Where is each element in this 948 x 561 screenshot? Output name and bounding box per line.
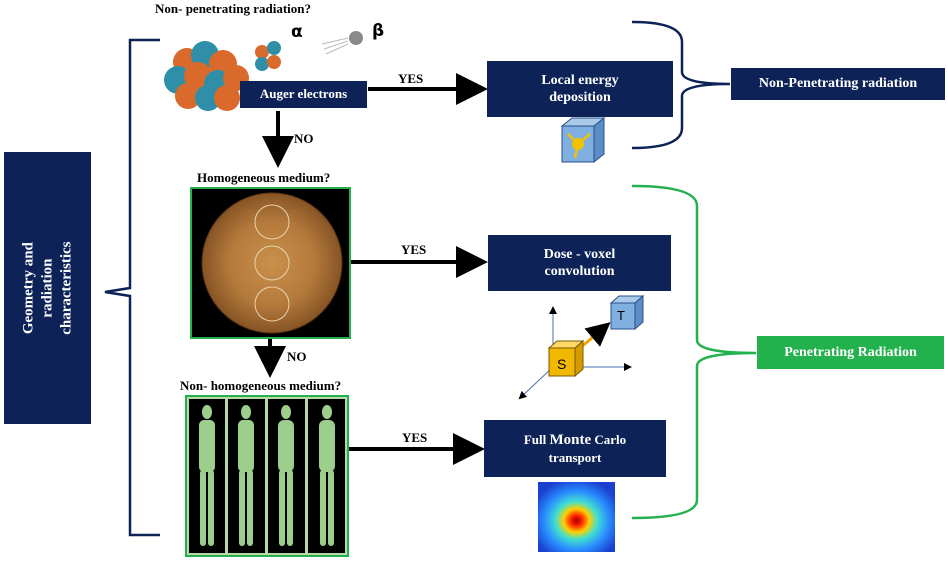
no-label-2: NO xyxy=(287,349,307,364)
local-energy-cube-icon xyxy=(560,116,606,164)
non-penetrating-brace xyxy=(631,20,731,150)
dose-voxel-diagram xyxy=(518,294,645,400)
target-voxel-letter: T xyxy=(617,308,625,323)
left-brace xyxy=(104,38,160,537)
beta-symbol: β xyxy=(372,21,385,41)
full-monte-carlo-label: Full Monte Carlo transport xyxy=(515,431,635,466)
target-voxel-icon xyxy=(609,294,645,331)
yes-label-3: YES xyxy=(402,430,428,445)
auger-electrons-box: Auger electrons xyxy=(240,81,367,108)
yes-label-1: YES xyxy=(398,71,424,86)
source-voxel-letter: S xyxy=(557,356,567,372)
auger-electrons-label: Auger electrons xyxy=(259,86,348,102)
non-penetrating-radiation-label: Non-Penetrating radiation xyxy=(758,76,918,92)
homogeneous-medium-image xyxy=(190,187,351,339)
geometry-radiation-box: Geometry and radiation characteristics xyxy=(4,152,91,424)
monte-carlo-text-1: Full xyxy=(523,432,550,447)
non-penetrating-radiation-box: Non-Penetrating radiation xyxy=(731,68,945,100)
beta-particle-icon xyxy=(321,31,363,55)
dose-voxel-convolution-box: Dose - voxel convolution xyxy=(488,235,671,291)
penetrating-brace xyxy=(631,184,757,520)
full-monte-carlo-box: Full Monte Carlo transport xyxy=(484,420,666,477)
question-non-penetrating: Non- penetrating radiation? xyxy=(155,1,311,16)
alpha-particle-icon xyxy=(255,41,281,71)
source-voxel-icon xyxy=(547,339,585,378)
monte-carlo-text-3: Carlo transport xyxy=(548,432,627,465)
question-homogeneous: Homogeneous medium? xyxy=(197,170,331,185)
question-non-homogeneous: Non- homogeneous medium? xyxy=(180,378,342,393)
nucleus-icon xyxy=(164,41,249,111)
local-energy-deposition-label: Local energy deposition xyxy=(541,72,619,106)
monte-carlo-dose-map xyxy=(538,482,615,552)
monte-carlo-text-2: Monte xyxy=(549,432,592,448)
yes-label-2: YES xyxy=(401,242,427,257)
local-energy-deposition-box: Local energy deposition xyxy=(487,61,673,117)
dose-voxel-convolution-label: Dose - voxel convolution xyxy=(543,246,616,280)
penetrating-radiation-box: Penetrating Radiation xyxy=(757,336,944,369)
alpha-symbol: α xyxy=(291,22,303,42)
non-homogeneous-medium-image xyxy=(185,395,349,557)
penetrating-radiation-label: Penetrating Radiation xyxy=(784,344,917,360)
no-label-1: NO xyxy=(294,131,314,146)
